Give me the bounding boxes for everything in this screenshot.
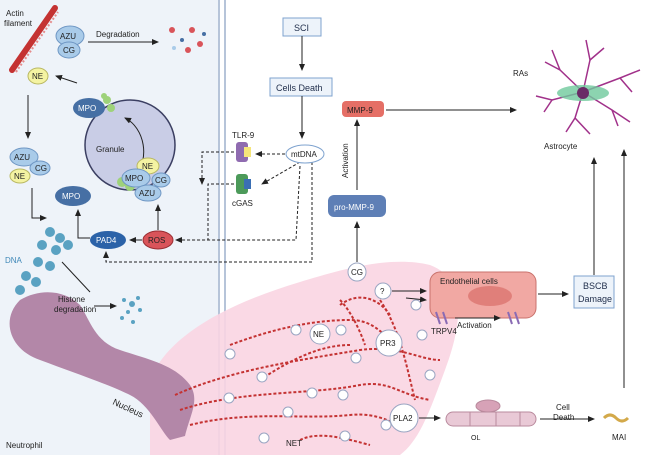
cell-death-label-2: Death xyxy=(553,413,574,422)
trpv4-label: TRPV4 xyxy=(431,327,457,336)
activation-label-1: Activation xyxy=(341,143,350,178)
mpo-top-bubble xyxy=(73,98,105,118)
dna-label: DNA xyxy=(5,256,23,265)
pad4-bubble xyxy=(90,231,126,249)
histone-label-1: Histone xyxy=(58,295,86,304)
mtdna-label: mtDNA xyxy=(291,150,317,159)
cg-net-label: CG xyxy=(351,268,363,277)
mtdna-bubble xyxy=(285,144,325,164)
bscb-label-2: Damage xyxy=(578,294,612,304)
ne-left-label: NE xyxy=(14,172,25,181)
pr3-circle xyxy=(375,329,403,357)
histone-line xyxy=(61,261,91,293)
arrow-mpo-ne xyxy=(55,75,78,84)
pla2-label: PLA2 xyxy=(393,414,413,423)
question-label: ? xyxy=(380,287,385,296)
cg-granule-bubble xyxy=(151,172,171,188)
net-to-endothelial xyxy=(405,296,427,303)
histone-fragments xyxy=(120,296,142,324)
ne-net-label: NE xyxy=(313,330,324,339)
endothelial-label: Endothelial cells xyxy=(440,277,498,286)
net-region xyxy=(150,261,459,455)
granule-label: Granule xyxy=(96,145,125,154)
mmp9-label: MMP-9 xyxy=(347,106,373,115)
endothelial-nucleus xyxy=(468,286,512,306)
oligodendrocyte xyxy=(445,399,537,427)
activation-label-2: Activation xyxy=(457,321,492,330)
astrocyte-label: Astrocyte xyxy=(544,142,578,151)
azu-granule-bubble xyxy=(134,184,162,202)
mpo-top-label: MPO xyxy=(78,104,96,113)
cells-death-label: Cells Death xyxy=(276,83,323,93)
ne-bubble xyxy=(27,67,49,85)
ros-label: ROS xyxy=(148,236,165,245)
nucleus xyxy=(9,292,195,440)
cg-label: CG xyxy=(63,46,75,55)
cell-death-label-1: Cell xyxy=(556,403,570,412)
azu-label: AZU xyxy=(60,32,76,41)
pad4-to-mpo xyxy=(75,209,90,239)
actin-label-1: Actin xyxy=(6,9,24,18)
mai-fragments xyxy=(602,413,630,423)
cg-left-label: CG xyxy=(35,164,47,173)
receptor-pathways xyxy=(103,151,313,263)
pad4-label: PAD4 xyxy=(96,236,117,245)
ne-left-bubble xyxy=(9,168,31,184)
bscb-box xyxy=(573,275,615,309)
azu-granule-label: AZU xyxy=(139,189,155,198)
cg-net-circle xyxy=(347,262,367,282)
ne-granule-label: NE xyxy=(142,162,153,171)
degradation-label: Degradation xyxy=(96,30,140,39)
mpo-granule-label: MPO xyxy=(125,174,143,183)
histone-label-2: degradation xyxy=(54,305,96,314)
neutrophil-label: Neutrophil xyxy=(6,441,43,450)
cells-death-box xyxy=(269,77,333,97)
mmp9-box xyxy=(342,101,384,117)
tlr9-receptor xyxy=(236,142,251,162)
ol-label: OL xyxy=(471,435,480,442)
azu-left-label: AZU xyxy=(14,153,30,162)
ras-label: RAs xyxy=(513,69,528,78)
cg-granule-label: CG xyxy=(155,176,167,185)
pla2-circle xyxy=(389,403,419,433)
pr3-label: PR3 xyxy=(380,339,396,348)
trpv4-channels xyxy=(435,311,520,325)
degradation-fragments xyxy=(169,27,206,53)
azu-left-bubble xyxy=(9,147,39,167)
actin-label-2: filament xyxy=(4,19,33,28)
question-circle xyxy=(374,282,392,300)
actin-filament xyxy=(9,5,59,73)
tlr9-label: TLR-9 xyxy=(232,131,255,140)
mpo-granule-bubble xyxy=(121,168,151,188)
dna-chromatin xyxy=(15,227,73,295)
cgas-label: cGAS xyxy=(232,199,253,208)
pro-mmp9-label: pro-MMP-9 xyxy=(334,203,375,212)
arrow-to-dna xyxy=(31,188,47,221)
ne-net-circle xyxy=(309,323,331,345)
cg-bubble xyxy=(57,41,81,59)
ne-label: NE xyxy=(32,72,43,81)
pro-mmp9-box xyxy=(328,195,386,217)
mai-label: MAI xyxy=(612,433,626,442)
cgas-receptor xyxy=(236,174,251,194)
sci-label: SCI xyxy=(294,23,309,33)
mpo-left-bubble xyxy=(55,186,91,206)
mpo-left-label: MPO xyxy=(62,192,80,201)
astrocyte-nucleus xyxy=(577,87,589,99)
cg-left-bubble xyxy=(29,160,51,176)
net-label: NET xyxy=(286,439,302,448)
ros-bubble xyxy=(142,230,174,250)
bscb-label-1: BSCB xyxy=(583,281,608,291)
